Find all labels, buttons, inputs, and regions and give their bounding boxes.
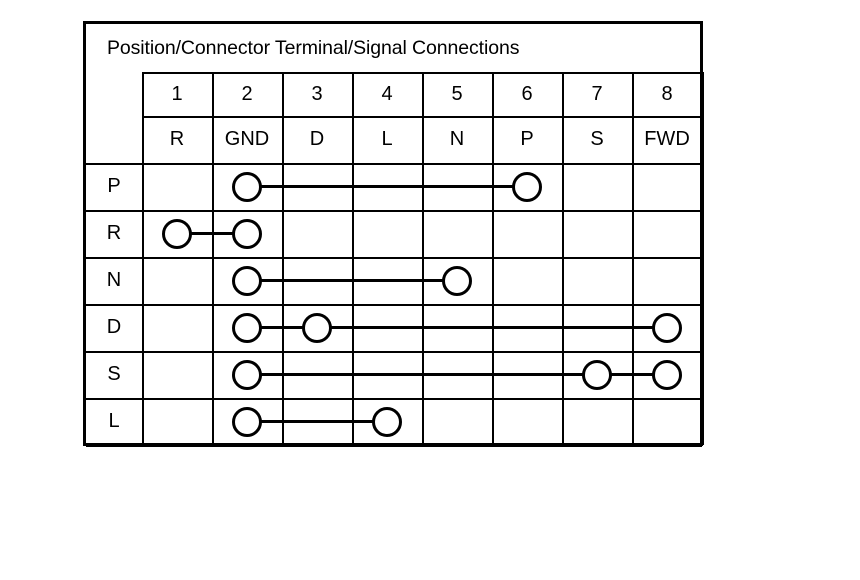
signal-name-P: P [520,128,534,150]
connection-node-D-8 [652,312,682,343]
position-label-D: D [106,316,122,338]
connection-node-S-7 [582,359,612,390]
connection-node-N-2 [232,265,262,296]
terminal-number-5: 5 [451,82,463,105]
terminal-number-6: 6 [521,82,533,105]
position-label-P: P [107,175,121,197]
position-label-L: L [108,410,120,432]
connection-node-S-8 [652,359,682,390]
grid-hline-number-signal [142,116,702,118]
connection-node-L-2 [232,406,262,437]
connection-node-L-4 [372,406,402,437]
terminal-number-7: 7 [591,82,603,105]
connection-node-D-3 [302,312,332,343]
connection-node-R-2 [232,218,262,249]
terminal-number-8: 8 [661,82,673,105]
position-label-N: N [106,269,122,291]
grid-hline-row-3 [86,304,702,306]
signal-name-D: D [309,128,325,150]
grid-hline-row-4 [86,351,702,353]
connection-line-D [247,325,667,330]
signal-name-R: R [169,128,185,150]
connection-node-P-2 [232,171,262,202]
terminal-number-3: 3 [311,82,323,105]
page-title: Position/Connector Terminal/Signal Conne… [107,36,520,59]
table-title-row: Position/Connector Terminal/Signal Conne… [86,24,700,72]
grid-hline-row-1 [86,210,702,212]
signal-name-S: S [590,128,604,150]
connection-node-R-1 [162,218,192,249]
terminal-number-2: 2 [241,82,253,105]
connection-table: Position/Connector Terminal/Signal Conne… [83,21,704,447]
terminal-number-1: 1 [171,82,183,105]
connection-line-P [247,184,527,189]
signal-name-N: N [449,128,465,150]
connection-line-L [247,419,387,424]
position-label-R: R [106,222,122,244]
connection-node-D-2 [232,312,262,343]
connection-node-S-2 [232,359,262,390]
grid-vline-col-8 [702,72,704,445]
grid-hline-row-2 [86,257,702,259]
signal-name-FWD: FWD [644,128,690,150]
grid-hline-body-top [86,163,702,165]
grid-hline-row-5 [86,398,702,400]
terminal-number-4: 4 [381,82,393,105]
connection-node-P-6 [512,171,542,202]
connection-line-S [247,372,667,377]
grid-hline-header-top [142,72,702,74]
signal-name-GND: GND [224,128,270,150]
position-label-S: S [107,363,121,385]
connection-node-N-5 [442,265,472,296]
grid-hline-row-6 [86,445,702,447]
signal-name-L: L [381,128,393,150]
